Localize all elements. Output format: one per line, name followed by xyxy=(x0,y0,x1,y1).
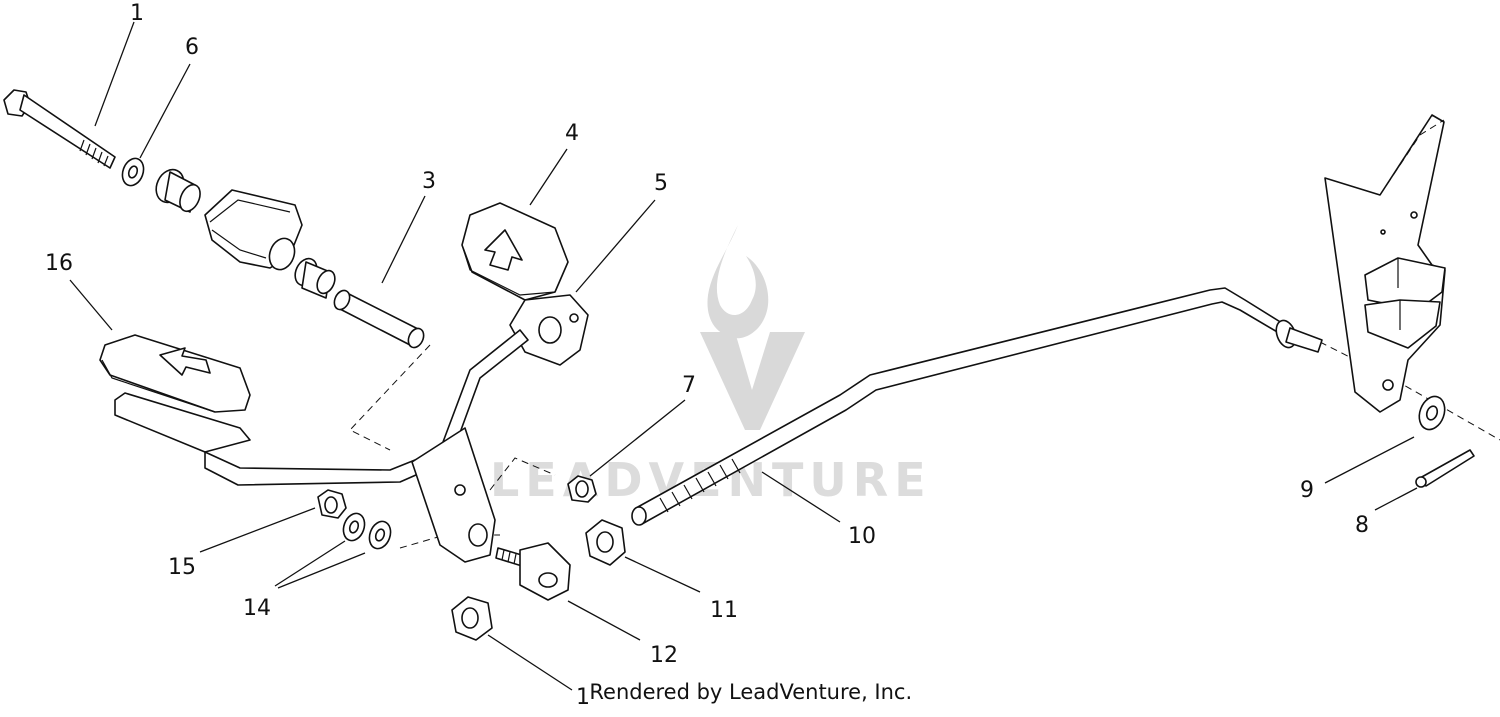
pivot-bracket xyxy=(204,189,303,271)
part-11-nut-upper xyxy=(585,519,626,566)
part-7-nut xyxy=(567,475,597,503)
footer-text: Rendered by LeadVenture, Inc. xyxy=(589,680,913,704)
callout-4: 4 xyxy=(565,121,579,146)
callout-labels: 1 6 3 4 5 16 7 9 8 10 11 12 15 14 1 xyxy=(45,1,1369,710)
leadventure-watermark: LEADVENTURE xyxy=(490,225,926,507)
part-14-washers xyxy=(342,512,392,550)
part-10-rod xyxy=(631,287,1323,526)
callout-11-partial: 1 xyxy=(576,685,590,710)
callout-9: 9 xyxy=(1300,478,1314,503)
small-bushing xyxy=(294,257,336,299)
part-15-nut xyxy=(317,489,347,519)
callout-15: 15 xyxy=(168,555,196,580)
pump-arm-plate xyxy=(1324,114,1446,413)
callout-16: 16 xyxy=(45,251,73,276)
callout-8: 8 xyxy=(1355,513,1369,538)
callout-6: 6 xyxy=(185,35,199,60)
part-6-washer xyxy=(121,157,145,187)
leader-lines xyxy=(69,21,1418,691)
part-11-nut-lower xyxy=(451,596,493,641)
part-5-pedal-bracket xyxy=(509,294,589,366)
part-4-up-pad xyxy=(461,202,569,301)
part-16-down-pad xyxy=(99,334,251,413)
callout-5: 5 xyxy=(654,171,668,196)
callout-12: 12 xyxy=(650,643,678,668)
part-12-swivel xyxy=(495,542,571,601)
callout-11: 11 xyxy=(710,598,738,623)
callout-1: 1 xyxy=(130,1,144,26)
callout-10: 10 xyxy=(848,524,876,549)
part-3-spacer-tube xyxy=(333,289,425,349)
part-8-cotter-pin xyxy=(1415,449,1475,488)
callout-3: 3 xyxy=(422,169,436,194)
pedal-lever-plate xyxy=(411,427,496,563)
callout-14: 14 xyxy=(243,596,271,621)
callout-7: 7 xyxy=(682,373,696,398)
part-9-washer xyxy=(1418,395,1446,431)
part-1-bolt xyxy=(3,89,116,169)
flanged-bushing xyxy=(155,168,201,213)
